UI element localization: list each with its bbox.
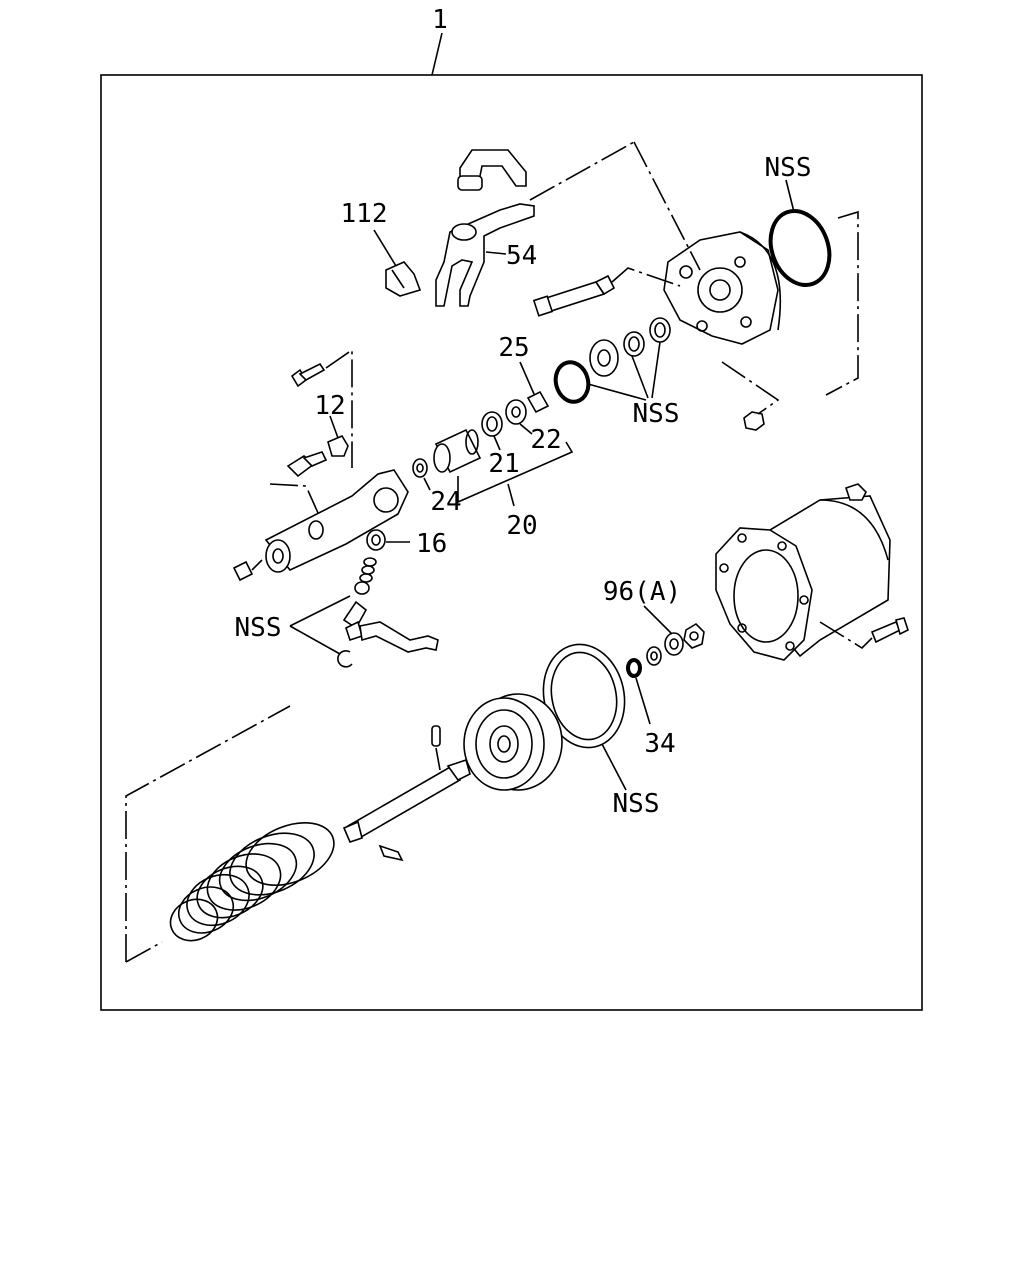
ring-21: [481, 411, 503, 437]
leader-valve: [611, 267, 681, 287]
leader-21: [493, 435, 501, 451]
leader-24: [423, 477, 431, 491]
assembly-leader: [431, 32, 443, 76]
leader-22: [519, 423, 533, 435]
oil-seal: [589, 339, 619, 377]
o-ring-seal: [553, 360, 591, 404]
fitting-16: [366, 529, 386, 551]
leader-bleeder: [269, 483, 323, 523]
leader-112: [373, 229, 397, 267]
label-nss-top: NSS: [765, 153, 812, 183]
leader-bellows-2: [125, 941, 163, 963]
bracket-20: [457, 441, 574, 504]
bushing-1: [623, 331, 645, 357]
leader-fitting: [529, 141, 635, 201]
shift-fork: [435, 203, 535, 307]
leader-nss-top: [785, 179, 795, 213]
label-nss-seals: NSS: [633, 399, 680, 429]
small-o-ring: [354, 581, 370, 595]
label-22: 22: [530, 425, 561, 455]
label-nss-left: NSS: [235, 613, 282, 643]
pulley: [463, 693, 563, 791]
leader-nss-left-1: [289, 595, 351, 627]
leader-25: [519, 361, 535, 395]
woodruff-key: [431, 725, 441, 747]
small-spring: [359, 557, 377, 583]
leader-fitting-2: [633, 141, 701, 271]
gasket: [715, 527, 813, 661]
leader-12: [329, 415, 339, 439]
label-112: 112: [341, 199, 388, 229]
leader-plug-left: [251, 559, 263, 571]
bolt-upper-left: [290, 362, 326, 388]
control-valve: [532, 274, 616, 317]
leader-key: [435, 747, 441, 771]
plug-left: [232, 560, 254, 582]
drive-shaft: [342, 758, 471, 843]
washer-22: [505, 399, 527, 425]
o-ring-large: [768, 209, 832, 287]
leader-nss-seals-3: [651, 341, 661, 399]
label-34: 34: [644, 729, 675, 759]
leader-20: [507, 483, 515, 507]
clip-112: [385, 261, 422, 297]
leader-nss-left-2: [289, 625, 341, 655]
leader-nss-seals-2: [631, 355, 649, 399]
label-24: 24: [430, 487, 461, 517]
washer-96a: [664, 632, 684, 656]
label-96a: 96(A): [603, 577, 681, 607]
bolt-right: [870, 617, 909, 644]
leader-34: [635, 677, 651, 725]
leader-54: [485, 251, 507, 255]
label-21: 21: [488, 449, 519, 479]
hose-fitting: [342, 600, 439, 653]
pump-body: [663, 231, 782, 345]
leader-nss-pulley: [601, 743, 627, 791]
label-54: 54: [506, 241, 537, 271]
spool-20: [433, 428, 482, 474]
label-assembly: 1: [432, 5, 448, 35]
leader-nut: [721, 361, 780, 415]
leader-nss-seals-1: [587, 383, 647, 401]
leader-bolt-right: [819, 621, 873, 650]
label-16: 16: [416, 529, 447, 559]
nut-bottom-right: [743, 411, 765, 431]
pipe-fitting: [457, 149, 527, 191]
label-20: 20: [506, 511, 537, 541]
label-nss-pulley: NSS: [613, 789, 660, 819]
valve-housing: [264, 469, 409, 573]
leader-bellows: [125, 705, 291, 962]
bushing-2: [649, 317, 671, 343]
belt-ring: [542, 643, 626, 749]
label-25: 25: [498, 333, 529, 363]
assembly-frame: [100, 74, 923, 1011]
leader-bolt-upper: [325, 348, 353, 468]
leader-96a: [643, 605, 673, 635]
part-25: [526, 390, 550, 414]
washer-small: [646, 646, 662, 666]
spring-24: [412, 458, 428, 478]
bleeder-fitting: [286, 451, 328, 478]
pin: [378, 844, 404, 862]
nut-96a: [683, 622, 705, 649]
bellows-spring: [169, 822, 335, 942]
cap-12: [327, 434, 349, 457]
c-clip: [337, 650, 353, 668]
leader-bracket-right: [825, 210, 859, 396]
label-12: 12: [314, 391, 345, 421]
snap-ring-34: [626, 658, 642, 678]
